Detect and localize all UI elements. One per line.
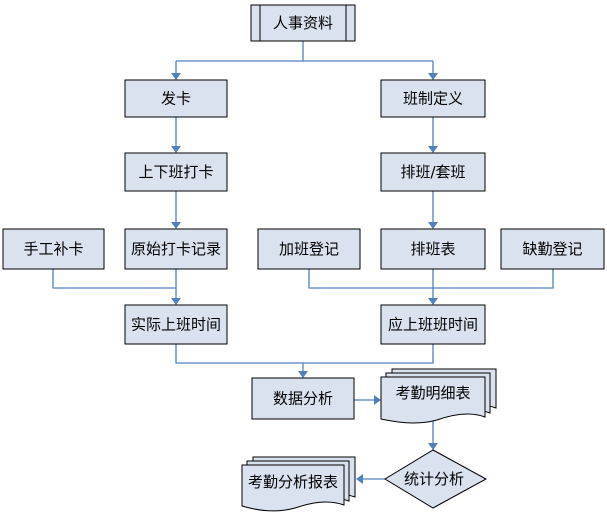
connector-manual-raw-merge	[52, 269, 177, 299]
connectors	[52, 41, 554, 484]
arrow-to-schedule-table	[428, 222, 438, 229]
node-attendance-analysis-report-label: 考勤分析报表	[248, 473, 338, 491]
node-shift-definition-label: 班制定义	[403, 90, 463, 108]
connector-personnel-split	[175, 41, 434, 74]
node-expected-work-time: 应上班班时间	[380, 304, 486, 345]
node-actual-work-time-label: 实际上班时间	[131, 316, 221, 334]
node-raw-records: 原始打卡记录	[124, 228, 228, 270]
node-manual-card: 手工补卡	[2, 228, 105, 270]
arrow-to-detail-report	[374, 395, 381, 405]
arrow-to-issue-card	[171, 73, 181, 80]
arrow-to-summary-report	[356, 474, 363, 484]
node-clock-in-out: 上下班打卡	[124, 152, 228, 192]
arrow-to-scheduling	[428, 146, 438, 153]
node-clock-in-out-label: 上下班打卡	[138, 163, 213, 181]
node-attendance-analysis-report: 考勤分析报表	[241, 456, 356, 512]
arrow-to-data-analysis	[298, 371, 308, 378]
node-shift-definition: 班制定义	[380, 79, 486, 118]
connector-ot-table-absence-merge	[308, 269, 554, 299]
arrow-to-shift-def	[428, 73, 438, 80]
node-attendance-detail-report-label: 考勤明细表	[395, 384, 470, 402]
node-absence-registration: 缺勤登记	[500, 228, 605, 270]
node-schedule-table-label: 排班表	[410, 240, 455, 258]
node-manual-card-label: 手工补卡	[23, 240, 83, 258]
node-actual-work-time: 实际上班时间	[124, 304, 228, 345]
node-scheduling: 排班/套班	[380, 152, 486, 192]
node-issue-card: 发卡	[124, 79, 228, 118]
node-expected-work-time-label: 应上班班时间	[388, 316, 478, 334]
node-overtime-registration: 加班登记	[257, 228, 361, 270]
node-issue-card-label: 发卡	[161, 90, 191, 108]
node-personnel: 人事资料	[250, 4, 356, 42]
arrow-to-expected-time	[428, 298, 438, 305]
node-statistical-analysis-label: 统计分析	[404, 470, 464, 488]
node-data-analysis: 数据分析	[251, 377, 355, 420]
node-scheduling-label: 排班/套班	[400, 163, 465, 181]
connector-times-merge	[175, 344, 434, 372]
node-data-analysis-label: 数据分析	[273, 390, 333, 408]
node-statistical-analysis: 统计分析	[384, 449, 488, 509]
arrow-to-raw-records	[171, 222, 181, 229]
node-overtime-registration-label: 加班登记	[279, 240, 339, 258]
node-raw-records-label: 原始打卡记录	[131, 240, 221, 258]
arrow-to-clock-in-out	[171, 146, 181, 153]
node-personnel-label: 人事资料	[273, 14, 333, 32]
node-schedule-table: 排班表	[380, 228, 486, 270]
node-attendance-detail-report: 考勤明细表	[380, 368, 497, 424]
arrow-to-stat-analysis	[428, 443, 438, 450]
arrow-to-actual-time	[171, 298, 181, 305]
node-absence-registration-label: 缺勤登记	[522, 240, 582, 258]
